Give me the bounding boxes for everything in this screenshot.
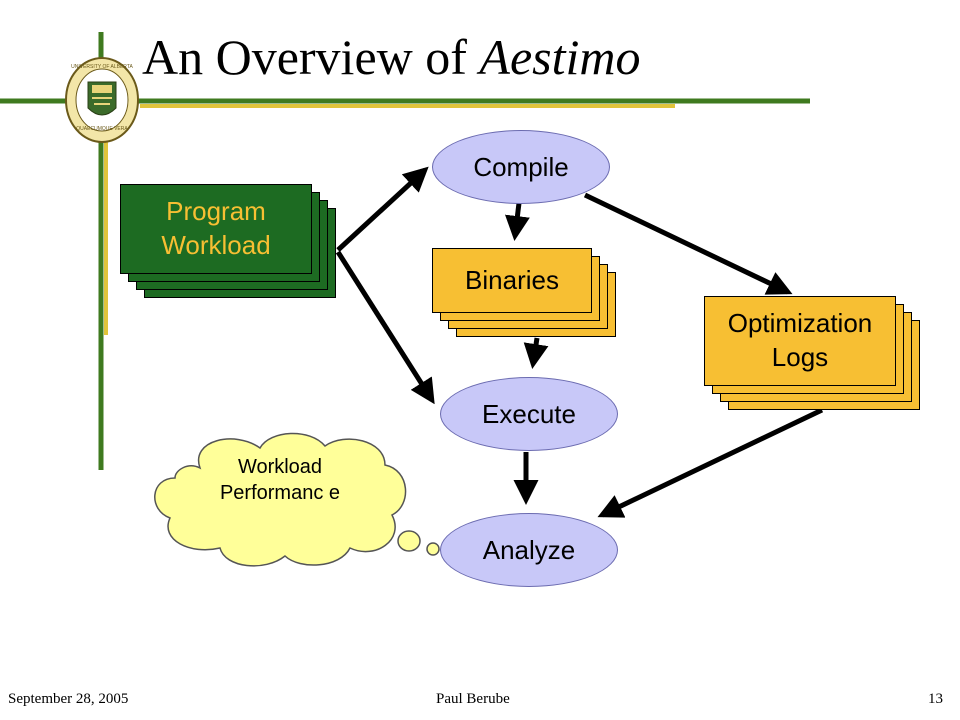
arrow-binaries-execute xyxy=(523,337,549,369)
footer-date: September 28, 2005 xyxy=(8,691,129,707)
title-italic-text: Aestimo xyxy=(479,29,641,85)
binaries-label: Binaries xyxy=(465,264,559,295)
flow-arrows xyxy=(335,166,824,518)
slide-title: An Overview of Aestimo xyxy=(142,30,641,85)
thought-bubble-medium xyxy=(426,542,440,556)
thought-cloud-label: Workload Performanc e xyxy=(219,456,341,504)
optimization-logs-node: Optimization Logs xyxy=(704,296,896,386)
compile-node: Compile xyxy=(432,130,610,204)
svg-text:QUAECUMQUE VERA: QUAECUMQUE VERA xyxy=(76,126,128,132)
optimization-logs-label: Optimization Logs xyxy=(727,308,873,372)
program-workload-node: Program Workload xyxy=(120,184,312,274)
svg-text:UNIVERSITY OF ALBERTA: UNIVERSITY OF ALBERTA xyxy=(71,64,133,70)
analyze-label: Analyze xyxy=(482,534,576,565)
cloud-shape xyxy=(154,432,407,567)
footer-page-number: 13 xyxy=(928,691,943,707)
arrow-workload-execute xyxy=(335,250,435,405)
analyze-node: Analyze xyxy=(440,513,618,587)
compile-label: Compile xyxy=(473,151,569,182)
execute-node: Execute xyxy=(440,377,618,451)
program-workload-label: Program Workload xyxy=(161,196,271,260)
title-plain-text: An Overview of xyxy=(142,29,480,85)
arrow-compile-binaries xyxy=(504,202,530,241)
thought-bubble-large xyxy=(397,530,421,552)
binaries-node: Binaries xyxy=(432,248,592,313)
thought-cloud xyxy=(154,432,454,567)
arrow-optlogs-analyze xyxy=(597,407,824,518)
arrow-compile-optlogs xyxy=(583,192,793,295)
arrow-workload-compile xyxy=(336,166,429,252)
footer-author: Paul Berube xyxy=(436,691,510,707)
university-crest-icon: QUAECUMQUE VERA UNIVERSITY OF ALBERTA xyxy=(65,57,139,143)
execute-label: Execute xyxy=(482,398,576,429)
